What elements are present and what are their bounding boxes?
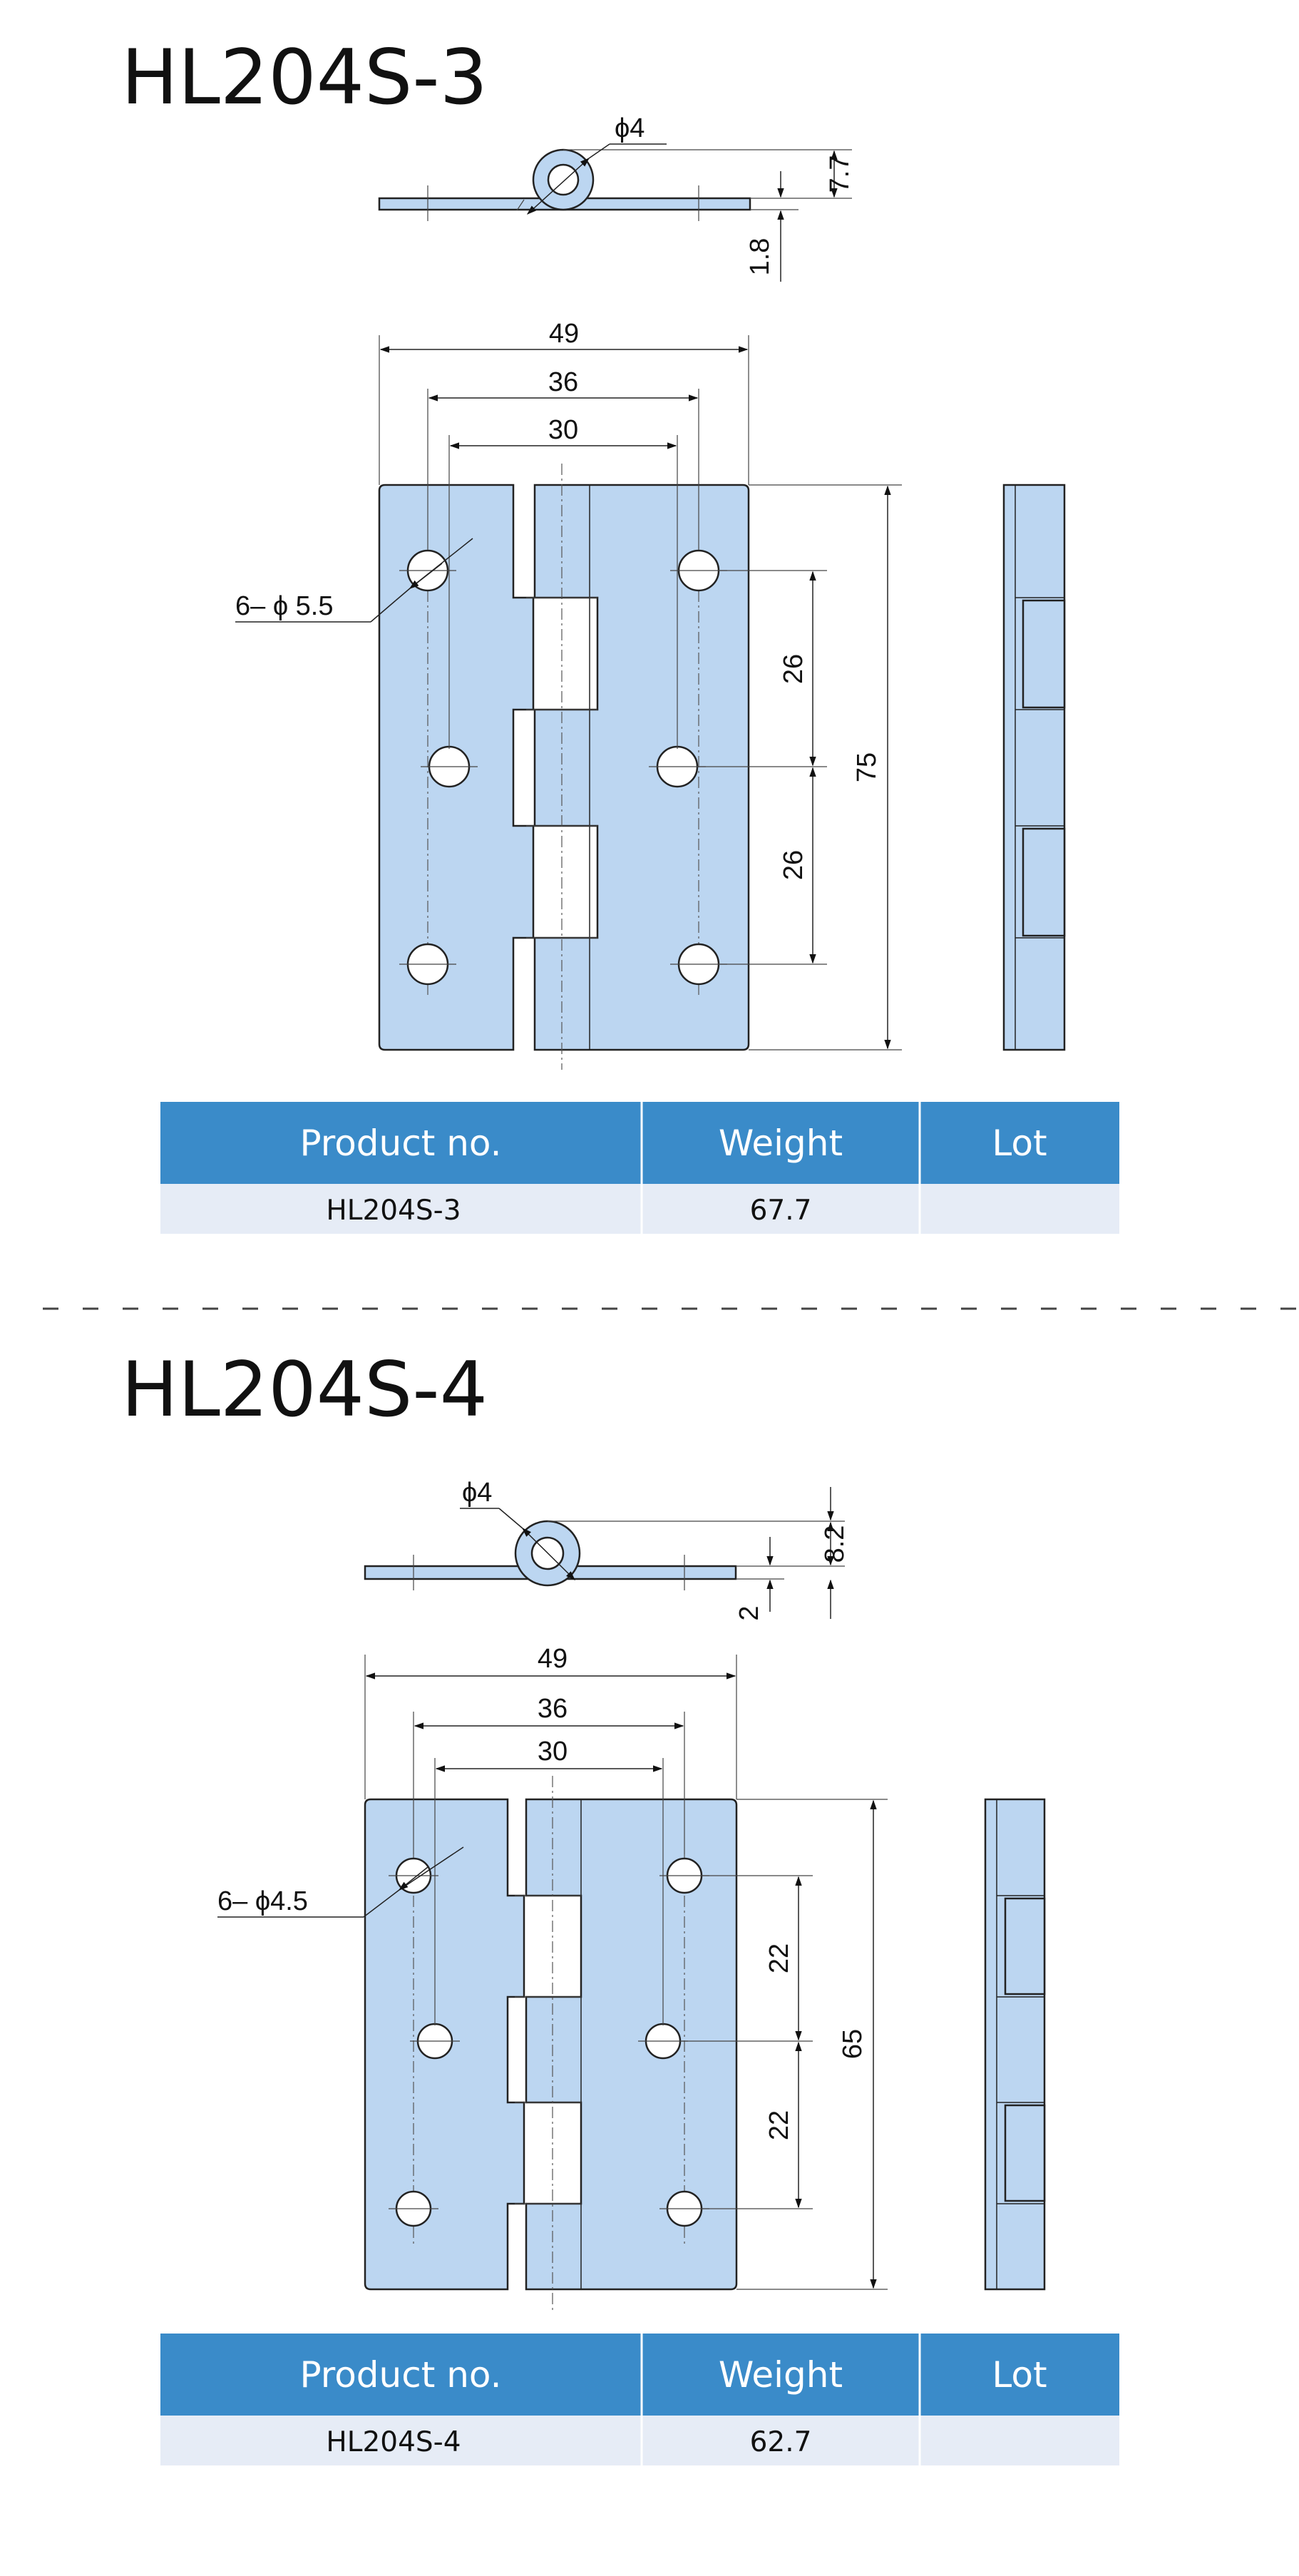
side-view xyxy=(984,1798,1046,2291)
section-hl204s-4: HL204S-4 ϕ4 8.2 2 xyxy=(121,1346,1119,2465)
header-product-no: Product no. xyxy=(299,2354,501,2396)
front-view: 49 36 30 6– ϕ4.5 22 22 65 xyxy=(217,1644,888,2311)
header-lot: Lot xyxy=(992,2354,1047,2396)
header-weight: Weight xyxy=(719,2354,843,2396)
hole-span-outer-label: 36 xyxy=(548,367,578,397)
hole-span-inner-label: 30 xyxy=(538,1737,568,1767)
overall-width-label: 49 xyxy=(538,1644,568,1674)
pitch-upper-label: 22 xyxy=(764,1943,794,1973)
header-weight: Weight xyxy=(719,1123,843,1164)
table-row xyxy=(160,2416,1119,2465)
thickness-label: 1.8 xyxy=(745,238,775,276)
cell-product-no: HL204S-4 xyxy=(326,2426,461,2458)
pin-diameter-label: ϕ4 xyxy=(615,113,645,143)
pin-diameter-label: ϕ4 xyxy=(462,1478,492,1508)
side-view xyxy=(1002,484,1066,1051)
overall-height-label: 65 xyxy=(838,2029,868,2059)
table-header xyxy=(160,2334,1119,2416)
overall-width-label: 49 xyxy=(549,319,579,349)
side-body xyxy=(984,1798,1046,2291)
pitch-upper-label: 26 xyxy=(779,654,808,684)
mounting-holes xyxy=(389,1854,709,2247)
holes-callout: 6– ϕ4.5 xyxy=(217,1886,308,1916)
header-product-no: Product no. xyxy=(299,1123,501,1164)
table-row xyxy=(160,1184,1119,1234)
section-title: HL204S-3 xyxy=(121,34,488,121)
height-label: 7.7 xyxy=(825,155,855,193)
pitch-lower-label: 22 xyxy=(764,2110,794,2140)
product-table: Product no. Weight Lot HL204S-3 67.7 xyxy=(160,1102,1119,1234)
section-hl204s-3: HL204S-3 ϕ4 7.7 1.8 xyxy=(121,34,1119,1234)
side-body xyxy=(1002,484,1066,1051)
overall-height-label: 75 xyxy=(852,752,882,782)
hole-span-outer-label: 36 xyxy=(538,1694,568,1724)
cell-product-no: HL204S-3 xyxy=(326,1195,461,1227)
front-view: 49 36 30 6– ϕ 5.5 26 26 xyxy=(235,319,902,1070)
pin-hole xyxy=(547,163,580,196)
mounting-holes xyxy=(399,549,727,998)
cell-weight: 62.7 xyxy=(750,2426,812,2458)
top-view: ϕ4 7.7 1.8 xyxy=(378,113,855,282)
hole-span-inner-label: 30 xyxy=(548,415,578,445)
right-leaf xyxy=(525,1798,738,2291)
top-view: ϕ4 8.2 2 xyxy=(364,1478,850,1621)
cell-weight: 67.7 xyxy=(750,1195,812,1227)
height-label: 8.2 xyxy=(820,1525,850,1563)
product-table: Product no. Weight Lot HL204S-4 62.7 xyxy=(160,2334,1119,2465)
thickness-label: 2 xyxy=(734,1605,764,1620)
header-lot: Lot xyxy=(992,1123,1047,1164)
holes-callout: 6– ϕ 5.5 xyxy=(235,591,334,621)
pitch-lower-label: 26 xyxy=(779,850,808,880)
table-header xyxy=(160,1102,1119,1184)
section-title: HL204S-4 xyxy=(121,1346,488,1433)
